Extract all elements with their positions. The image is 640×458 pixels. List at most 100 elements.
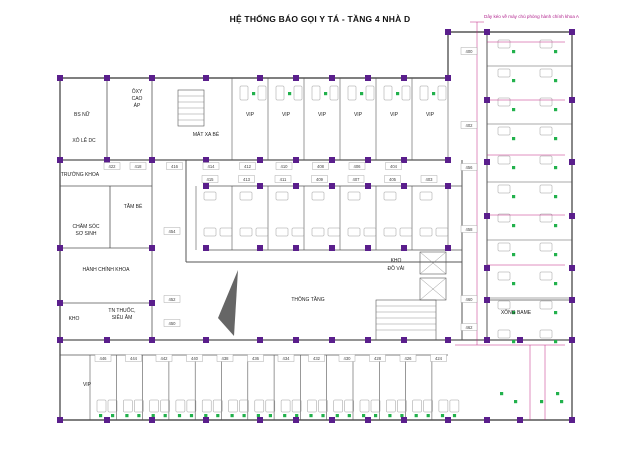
- column: [401, 417, 407, 423]
- call-button: [360, 92, 364, 96]
- bed: [497, 39, 511, 49]
- column: [329, 75, 335, 81]
- room-partitions: [89, 65, 572, 420]
- bed: [497, 68, 511, 78]
- call-button: [452, 414, 457, 418]
- room-tag-box: [163, 319, 181, 327]
- column: [149, 417, 155, 423]
- label-sieu-am: SIÊU ÂM: [112, 313, 133, 321]
- room-number: 456: [466, 165, 474, 170]
- call-button: [512, 108, 516, 112]
- room-number: 422: [109, 164, 117, 169]
- call-button: [362, 414, 366, 418]
- call-button: [512, 50, 516, 54]
- bed: [497, 242, 511, 252]
- call-button: [554, 282, 558, 286]
- column: [203, 337, 209, 343]
- column: [484, 265, 490, 271]
- bed: [123, 399, 133, 413]
- column: [293, 245, 299, 251]
- label-cham-soc: CHĂM SÓC: [73, 223, 100, 230]
- room-tag-box: [399, 354, 417, 362]
- bed: [307, 399, 317, 413]
- call-button: [512, 253, 516, 257]
- call-button: [554, 79, 558, 83]
- bed: [386, 399, 396, 413]
- call-button: [230, 414, 234, 418]
- elevator-block: [419, 251, 447, 301]
- call-button: [324, 92, 328, 96]
- call-button: [204, 414, 208, 418]
- bed: [449, 399, 460, 413]
- room-number: 412: [244, 164, 252, 169]
- bed: [291, 227, 305, 237]
- column: [149, 337, 155, 343]
- column: [365, 337, 371, 343]
- bed: [539, 213, 553, 223]
- column: [569, 29, 575, 35]
- column: [257, 75, 263, 81]
- call-button: [512, 311, 516, 315]
- bed: [412, 399, 422, 413]
- room-number: 432: [313, 356, 321, 361]
- bed: [370, 399, 381, 413]
- call-button: [99, 414, 103, 418]
- column: [445, 29, 451, 35]
- column: [484, 213, 490, 219]
- bed: [347, 85, 357, 101]
- bed: [275, 85, 285, 101]
- bed: [539, 155, 553, 165]
- column: [484, 97, 490, 103]
- bed: [327, 227, 341, 237]
- bed: [419, 227, 433, 237]
- bed: [311, 227, 325, 237]
- room-tag-box: [460, 323, 478, 331]
- call-button: [512, 282, 516, 286]
- label-kho: KHO: [69, 316, 80, 322]
- label-vip: VIP: [354, 112, 363, 118]
- bed: [329, 85, 339, 101]
- bed: [293, 85, 303, 101]
- column: [293, 75, 299, 81]
- room-tag-box: [155, 354, 173, 362]
- call-button: [252, 92, 256, 96]
- bed: [255, 227, 269, 237]
- column: [203, 245, 209, 251]
- room-tag-box: [338, 354, 356, 362]
- room-tag-box: [202, 162, 220, 170]
- room-tag-box: [275, 162, 293, 170]
- bed: [423, 399, 433, 413]
- bed: [212, 399, 223, 413]
- column: [329, 183, 335, 189]
- structural-columns: [57, 29, 575, 423]
- call-button: [283, 414, 287, 418]
- bed: [311, 191, 325, 201]
- room-number: 454: [169, 229, 177, 234]
- bed: [539, 184, 553, 194]
- bed: [254, 399, 265, 413]
- call-button: [288, 92, 292, 96]
- room-number: 408: [317, 164, 325, 169]
- call-button: [137, 414, 141, 418]
- call-button: [514, 400, 518, 404]
- call-button: [556, 392, 560, 396]
- call-button: [512, 137, 516, 141]
- room-tag-box: [247, 354, 264, 362]
- label-kho-do-vai-1: KHO: [391, 258, 402, 264]
- room-tag-box: [163, 227, 181, 235]
- room-tag-box: [312, 162, 329, 170]
- bed: [383, 85, 393, 101]
- column: [329, 157, 335, 163]
- call-wiring: [455, 21, 565, 420]
- room-tag-box: [216, 354, 234, 362]
- room-tag-box: [129, 162, 147, 170]
- bed: [539, 97, 553, 107]
- room-tag-box: [460, 121, 478, 129]
- room-number: 426: [405, 356, 413, 361]
- label-vip: VIP: [246, 112, 255, 118]
- room-number: 402: [466, 123, 474, 128]
- call-button: [512, 224, 516, 228]
- patient-beds: [96, 39, 553, 413]
- bed: [539, 126, 553, 136]
